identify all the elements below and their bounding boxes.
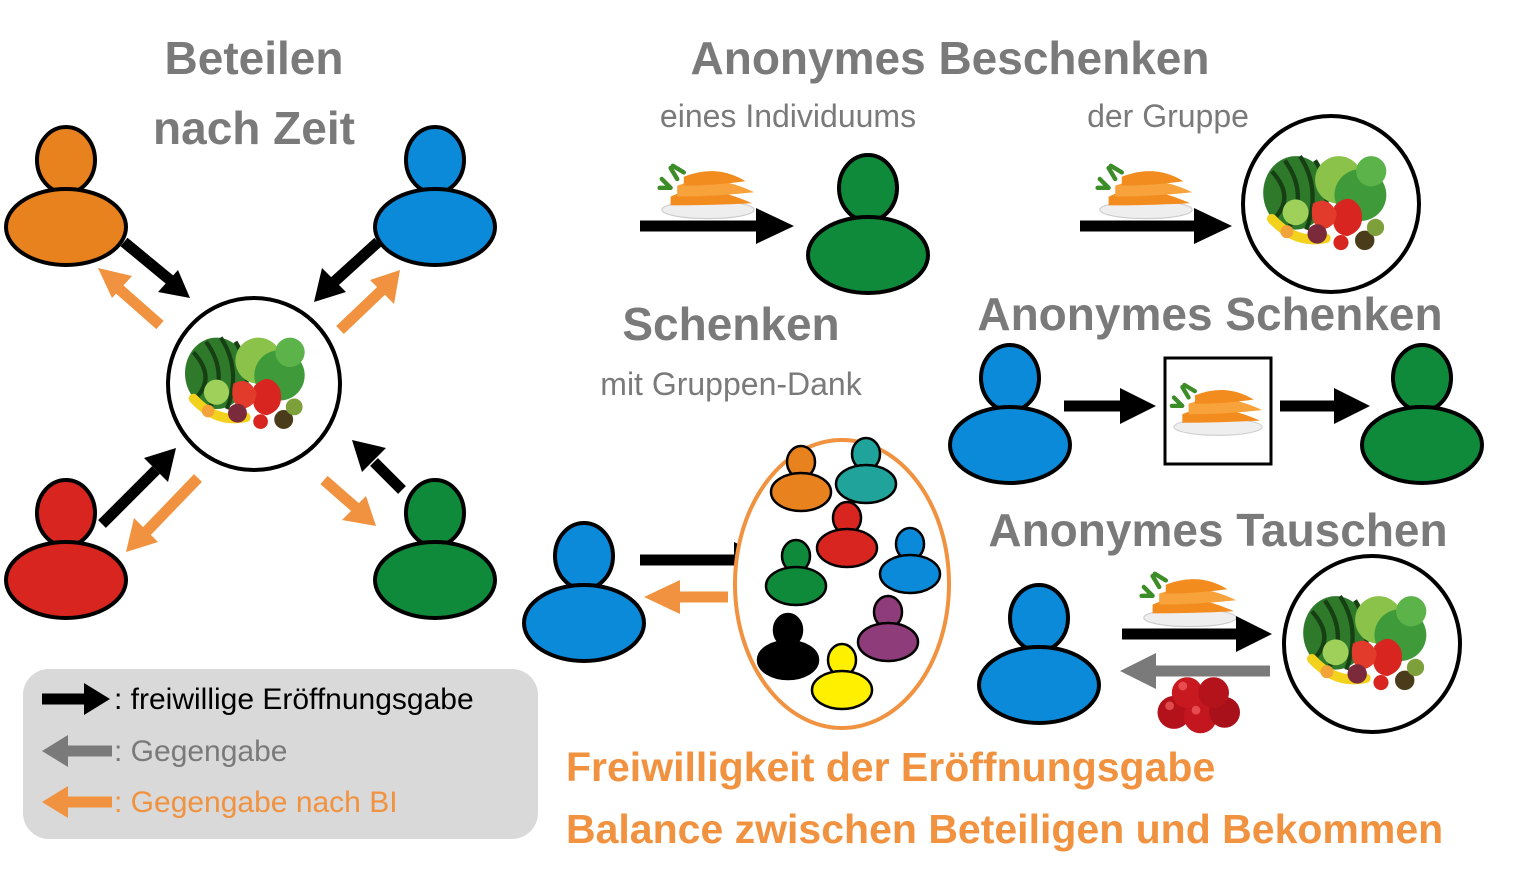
legend-voluntary-label: : freiwillige Eröffnungsgabe bbox=[114, 683, 474, 716]
arrow-black-bl bbox=[98, 466, 160, 528]
anon-gift-title: Anonymes Beschenken bbox=[691, 32, 1210, 84]
anon-gift-individual-label: eines Individuums bbox=[660, 98, 916, 134]
person-icon-blue bbox=[373, 125, 497, 267]
person-icon-blue bbox=[977, 583, 1101, 725]
person-icon-green bbox=[373, 478, 497, 620]
arrowhead-orange-tl bbox=[98, 268, 132, 298]
share-title-line1: Beteilen bbox=[165, 32, 344, 84]
footer-line2: Balance zwischen Beteiligen und Bekommen bbox=[566, 806, 1443, 852]
apples-icon bbox=[1157, 677, 1240, 734]
person-icon-green bbox=[806, 153, 930, 295]
person-icon-blue bbox=[948, 343, 1072, 485]
arrowhead-orange-tr bbox=[370, 270, 400, 304]
arrowhead-black-group bbox=[1194, 208, 1232, 244]
arrowhead-black-trade bbox=[1236, 616, 1272, 652]
arrow-black-br bbox=[370, 458, 406, 494]
legend-counter-bi-label: : Gegengabe nach BI bbox=[114, 786, 398, 819]
legend-arrowhead-gray bbox=[42, 735, 68, 767]
person-icon-green bbox=[1360, 343, 1484, 485]
legend-box bbox=[23, 669, 538, 839]
legend-arrowhead-orange bbox=[42, 786, 68, 818]
arrow-black-tl bbox=[120, 237, 174, 285]
center-basket bbox=[166, 296, 342, 472]
arrowhead-black-to-box bbox=[1120, 388, 1156, 424]
carrot-plate-icon bbox=[1142, 574, 1237, 627]
gift-title: Schenken bbox=[622, 298, 839, 350]
arrowhead-black-individual bbox=[756, 208, 794, 244]
anon-trade-title: Anonymes Tauschen bbox=[988, 504, 1447, 556]
person-icon-orange bbox=[4, 125, 128, 267]
person-icon-red bbox=[4, 478, 128, 620]
arrow-orange-tr bbox=[336, 286, 386, 334]
anon-giving-title: Anonymes Schenken bbox=[977, 288, 1442, 340]
arrowhead-orange-br bbox=[342, 496, 376, 526]
share-arrows bbox=[98, 237, 406, 552]
carrot-plate-icon bbox=[1098, 166, 1193, 219]
arrow-orange-bl bbox=[142, 474, 202, 536]
footer-line1: Freiwilligkeit der Eröffnungsgabe bbox=[566, 744, 1215, 790]
legend-counter-label: : Gegengabe bbox=[114, 735, 287, 768]
arrow-orange-br bbox=[320, 475, 360, 513]
arrowhead-black-from-box bbox=[1334, 388, 1370, 424]
carrot-plate-icon bbox=[660, 166, 755, 219]
legend-arrowhead-black bbox=[84, 683, 110, 715]
share-title-line2: nach Zeit bbox=[153, 102, 355, 154]
anon-gift-group-label: der Gruppe bbox=[1087, 98, 1249, 134]
legend: : freiwillige Eröffnungsgabe : Gegengabe… bbox=[23, 669, 538, 839]
arrowhead-gray-trade bbox=[1120, 653, 1156, 689]
arrow-black-tr bbox=[330, 237, 382, 287]
arrowhead-orange-from-group bbox=[644, 580, 680, 614]
arrowhead-black-tl bbox=[158, 270, 190, 298]
arrowhead-black-tr bbox=[314, 268, 346, 302]
person-icon-blue bbox=[522, 521, 646, 663]
gift-subtitle: mit Gruppen-Dank bbox=[600, 366, 862, 402]
arrowhead-orange-bl bbox=[126, 518, 158, 552]
arrowhead-black-br bbox=[352, 440, 386, 472]
arrow-orange-tl bbox=[114, 283, 164, 330]
arrowhead-black-bl bbox=[144, 448, 176, 482]
